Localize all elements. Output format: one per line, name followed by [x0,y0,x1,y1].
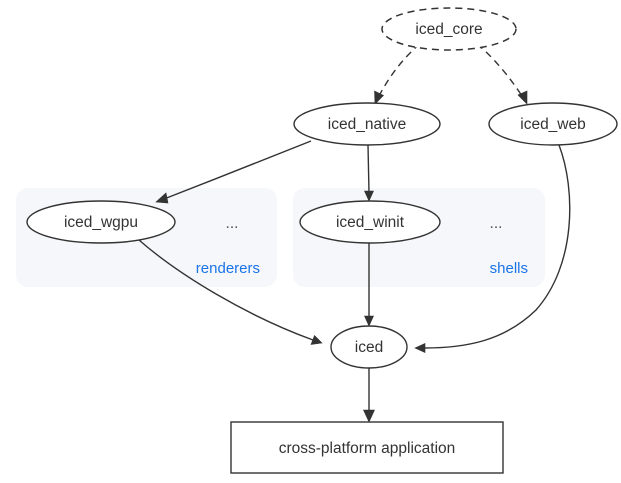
edge-iced-web-to-iced [414,144,571,353]
edge-iced-native-to-iced-wgpu [155,140,312,204]
edge-iced-wgpu-to-iced-arrowhead [310,334,323,345]
edge-iced-native-to-iced-winit-arrowhead [364,190,374,202]
edge-iced-web-to-iced-line [423,144,571,349]
renderers-more-ellipsis: ... [226,215,239,232]
node-iced-native[interactable]: iced_native [293,102,441,146]
node-iced-wgpu-ellipse[interactable] [26,200,176,244]
edge-iced-core-to-iced-native [374,43,421,105]
node-iced-ellipse[interactable] [330,325,408,369]
edge-iced-native-to-iced-wgpu-arrowhead [155,192,169,204]
node-iced-wgpu-label: iced_wgpu [64,214,138,231]
edge-iced-winit-to-iced-arrowhead [364,315,374,327]
node-cross-platform-application[interactable]: cross-platform application [230,421,504,474]
node-iced-wgpu[interactable]: iced_wgpu [26,200,176,244]
edge-iced-to-app-arrowhead [363,409,375,423]
node-iced-web-label: iced_web [520,116,586,133]
node-iced-native-ellipse[interactable] [293,102,441,146]
node-iced-core-ellipse[interactable] [381,7,517,51]
edge-iced-wgpu-to-iced [138,239,323,345]
edge-iced-core-to-iced-native-line [378,43,421,97]
node-iced-winit[interactable]: iced_winit [299,200,441,244]
node-iced-winit-ellipse[interactable] [299,200,441,244]
node-iced-web-ellipse[interactable] [488,102,618,146]
node-iced-winit-label: iced_winit [336,214,405,231]
node-iced[interactable]: iced [330,325,408,369]
edge-iced-wgpu-to-iced-line [138,239,314,341]
edge-iced-winit-to-iced [364,243,374,327]
edge-iced-native-to-iced-winit-line [367,144,370,194]
node-iced-native-label: iced_native [328,116,406,133]
edge-iced-native-to-iced-wgpu-line [163,140,312,200]
node-iced-label: iced [355,339,383,356]
node-cross-platform-application-label: cross-platform application [279,440,456,457]
node-iced-core[interactable]: iced_core [381,7,517,51]
edge-iced-to-app [363,368,375,423]
edge-iced-core-to-iced-web [476,43,528,105]
edge-iced-native-to-iced-winit [364,144,374,202]
edge-iced-core-to-iced-native-arrowhead [374,90,385,105]
shells-more-ellipsis: ... [490,215,503,232]
node-iced-web[interactable]: iced_web [488,102,618,146]
cluster-renderers-label: renderers [196,260,260,277]
node-iced-core-label: iced_core [415,21,482,38]
node-cross-platform-application-rect[interactable] [230,421,504,474]
edge-iced-core-to-iced-web-line [476,43,523,97]
cluster-shells-label: shells [490,260,528,277]
edge-iced-web-to-iced-arrowhead [414,343,426,353]
edge-iced-core-to-iced-web-arrowhead [517,90,528,105]
